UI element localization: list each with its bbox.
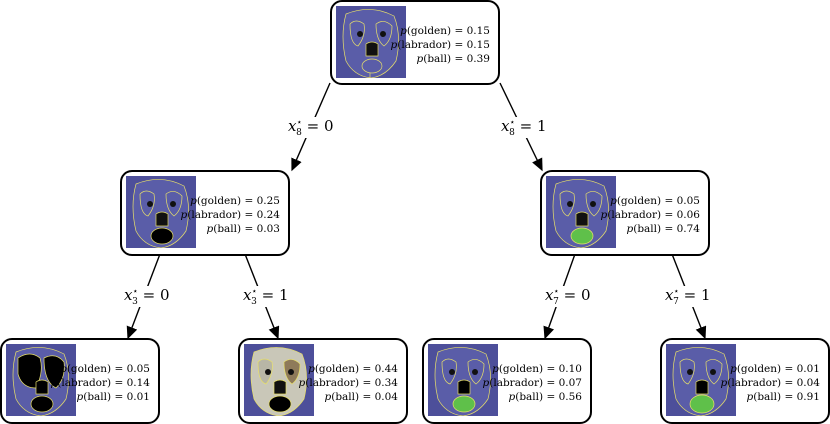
- tree-node-left: p(golden) = 0.25 p(labrador) = 0.24 p(ba…: [120, 170, 290, 256]
- edge-label-right-rl: x⋆7 = 0: [543, 286, 593, 307]
- dog-image-thumbnail: [546, 176, 616, 248]
- dog-image-thumbnail: [666, 344, 736, 416]
- tree-node-rr: p(golden) = 0.01 p(labrador) = 0.04 p(ba…: [660, 338, 830, 424]
- dog-image-thumbnail: [336, 6, 406, 78]
- probabilities: p(golden) = 0.10 p(labrador) = 0.07 p(ba…: [482, 363, 582, 403]
- edge-label-left-ll: x⋆3 = 0: [122, 286, 172, 307]
- probabilities: p(golden) = 0.15 p(labrador) = 0.15 p(ba…: [390, 25, 490, 65]
- edge-label-root-left: x⋆8 = 0: [286, 117, 336, 138]
- probabilities: p(golden) = 0.01 p(labrador) = 0.04 p(ba…: [720, 363, 820, 403]
- dog-image-thumbnail: [244, 344, 314, 416]
- probabilities: p(golden) = 0.25 p(labrador) = 0.24 p(ba…: [180, 195, 280, 235]
- tree-node-root: p(golden) = 0.15 p(labrador) = 0.15 p(ba…: [330, 0, 500, 85]
- dog-image-thumbnail: [126, 176, 196, 248]
- tree-node-lr: p(golden) = 0.44 p(labrador) = 0.34 p(ba…: [238, 338, 408, 424]
- probabilities: p(golden) = 0.05 p(labrador) = 0.14 p(ba…: [50, 363, 150, 403]
- dog-image-thumbnail: [428, 344, 498, 416]
- tree-node-right: p(golden) = 0.05 p(labrador) = 0.06 p(ba…: [540, 170, 710, 256]
- tree-node-ll: p(golden) = 0.05 p(labrador) = 0.14 p(ba…: [0, 338, 160, 424]
- edge-label-left-lr: x⋆3 = 1: [241, 286, 291, 307]
- dog-image-thumbnail: [6, 344, 76, 416]
- probabilities: p(golden) = 0.44 p(labrador) = 0.34 p(ba…: [298, 363, 398, 403]
- edge-label-root-right: x⋆8 = 1: [499, 117, 549, 138]
- edge-label-right-rr: x⋆7 = 1: [663, 286, 713, 307]
- tree-node-rl: p(golden) = 0.10 p(labrador) = 0.07 p(ba…: [422, 338, 592, 424]
- probabilities: p(golden) = 0.05 p(labrador) = 0.06 p(ba…: [600, 195, 700, 235]
